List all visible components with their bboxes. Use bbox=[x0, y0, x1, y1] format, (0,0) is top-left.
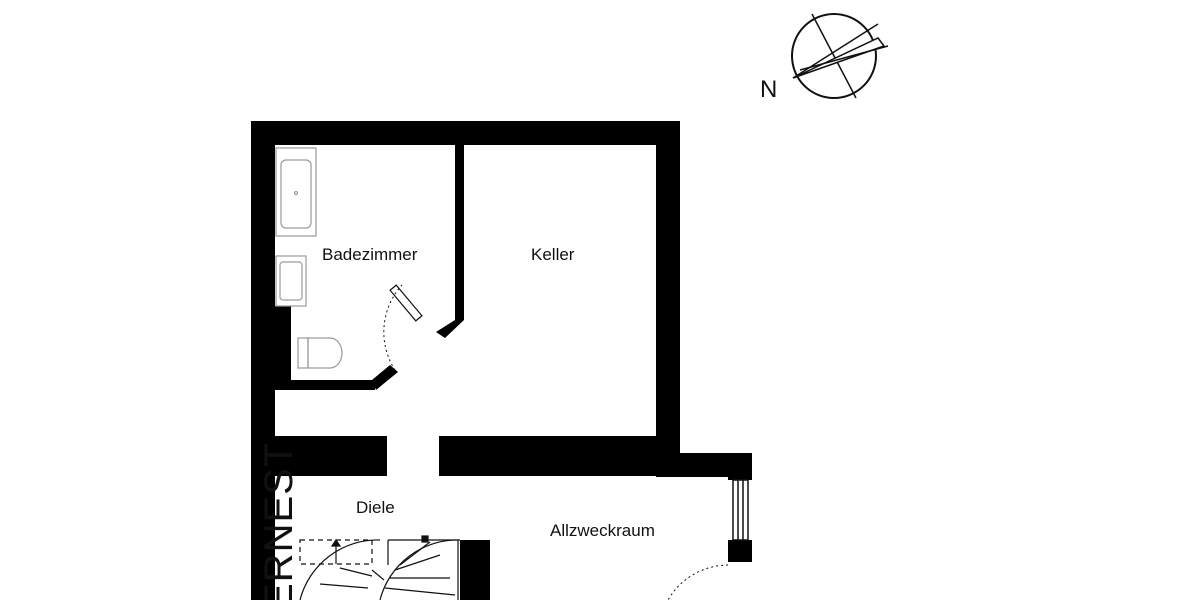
room-label-badezimmer: Badezimmer bbox=[322, 245, 418, 264]
compass-north-label: N bbox=[760, 76, 777, 103]
compass-ring bbox=[791, 13, 877, 99]
utility-door-swing bbox=[667, 564, 729, 600]
bathroom-door bbox=[383, 284, 423, 371]
walls bbox=[251, 121, 752, 600]
compass-axis bbox=[811, 13, 857, 99]
window-right bbox=[732, 479, 749, 541]
wall-bath-left-block bbox=[275, 306, 291, 380]
compass: N bbox=[760, 13, 889, 103]
room-label-allzweckraum: Allzweckraum bbox=[550, 521, 655, 540]
staircase bbox=[299, 535, 461, 600]
wall-middle-left bbox=[275, 436, 387, 476]
wall-top bbox=[251, 121, 680, 145]
wall-middle-right bbox=[439, 436, 656, 476]
wall-right-lower bbox=[728, 453, 752, 480]
wall-middle-ext bbox=[656, 453, 680, 477]
room-label-keller: Keller bbox=[531, 245, 575, 264]
wall-bath-keller bbox=[455, 145, 464, 320]
wall-left bbox=[251, 121, 275, 600]
wall-right-lower-2 bbox=[728, 540, 752, 562]
wall-bath-lower bbox=[275, 380, 375, 390]
bathtub-icon bbox=[275, 147, 317, 237]
room-label-diele: Diele bbox=[356, 498, 395, 517]
wall-stair-block bbox=[460, 540, 490, 600]
watermark-text: ERNEST bbox=[257, 442, 301, 600]
sink-icon bbox=[275, 255, 307, 307]
toilet-icon bbox=[297, 337, 343, 369]
compass-needle-icon bbox=[792, 37, 886, 79]
stair-arrow-icon bbox=[330, 538, 342, 547]
wall-right-keller bbox=[656, 121, 680, 453]
